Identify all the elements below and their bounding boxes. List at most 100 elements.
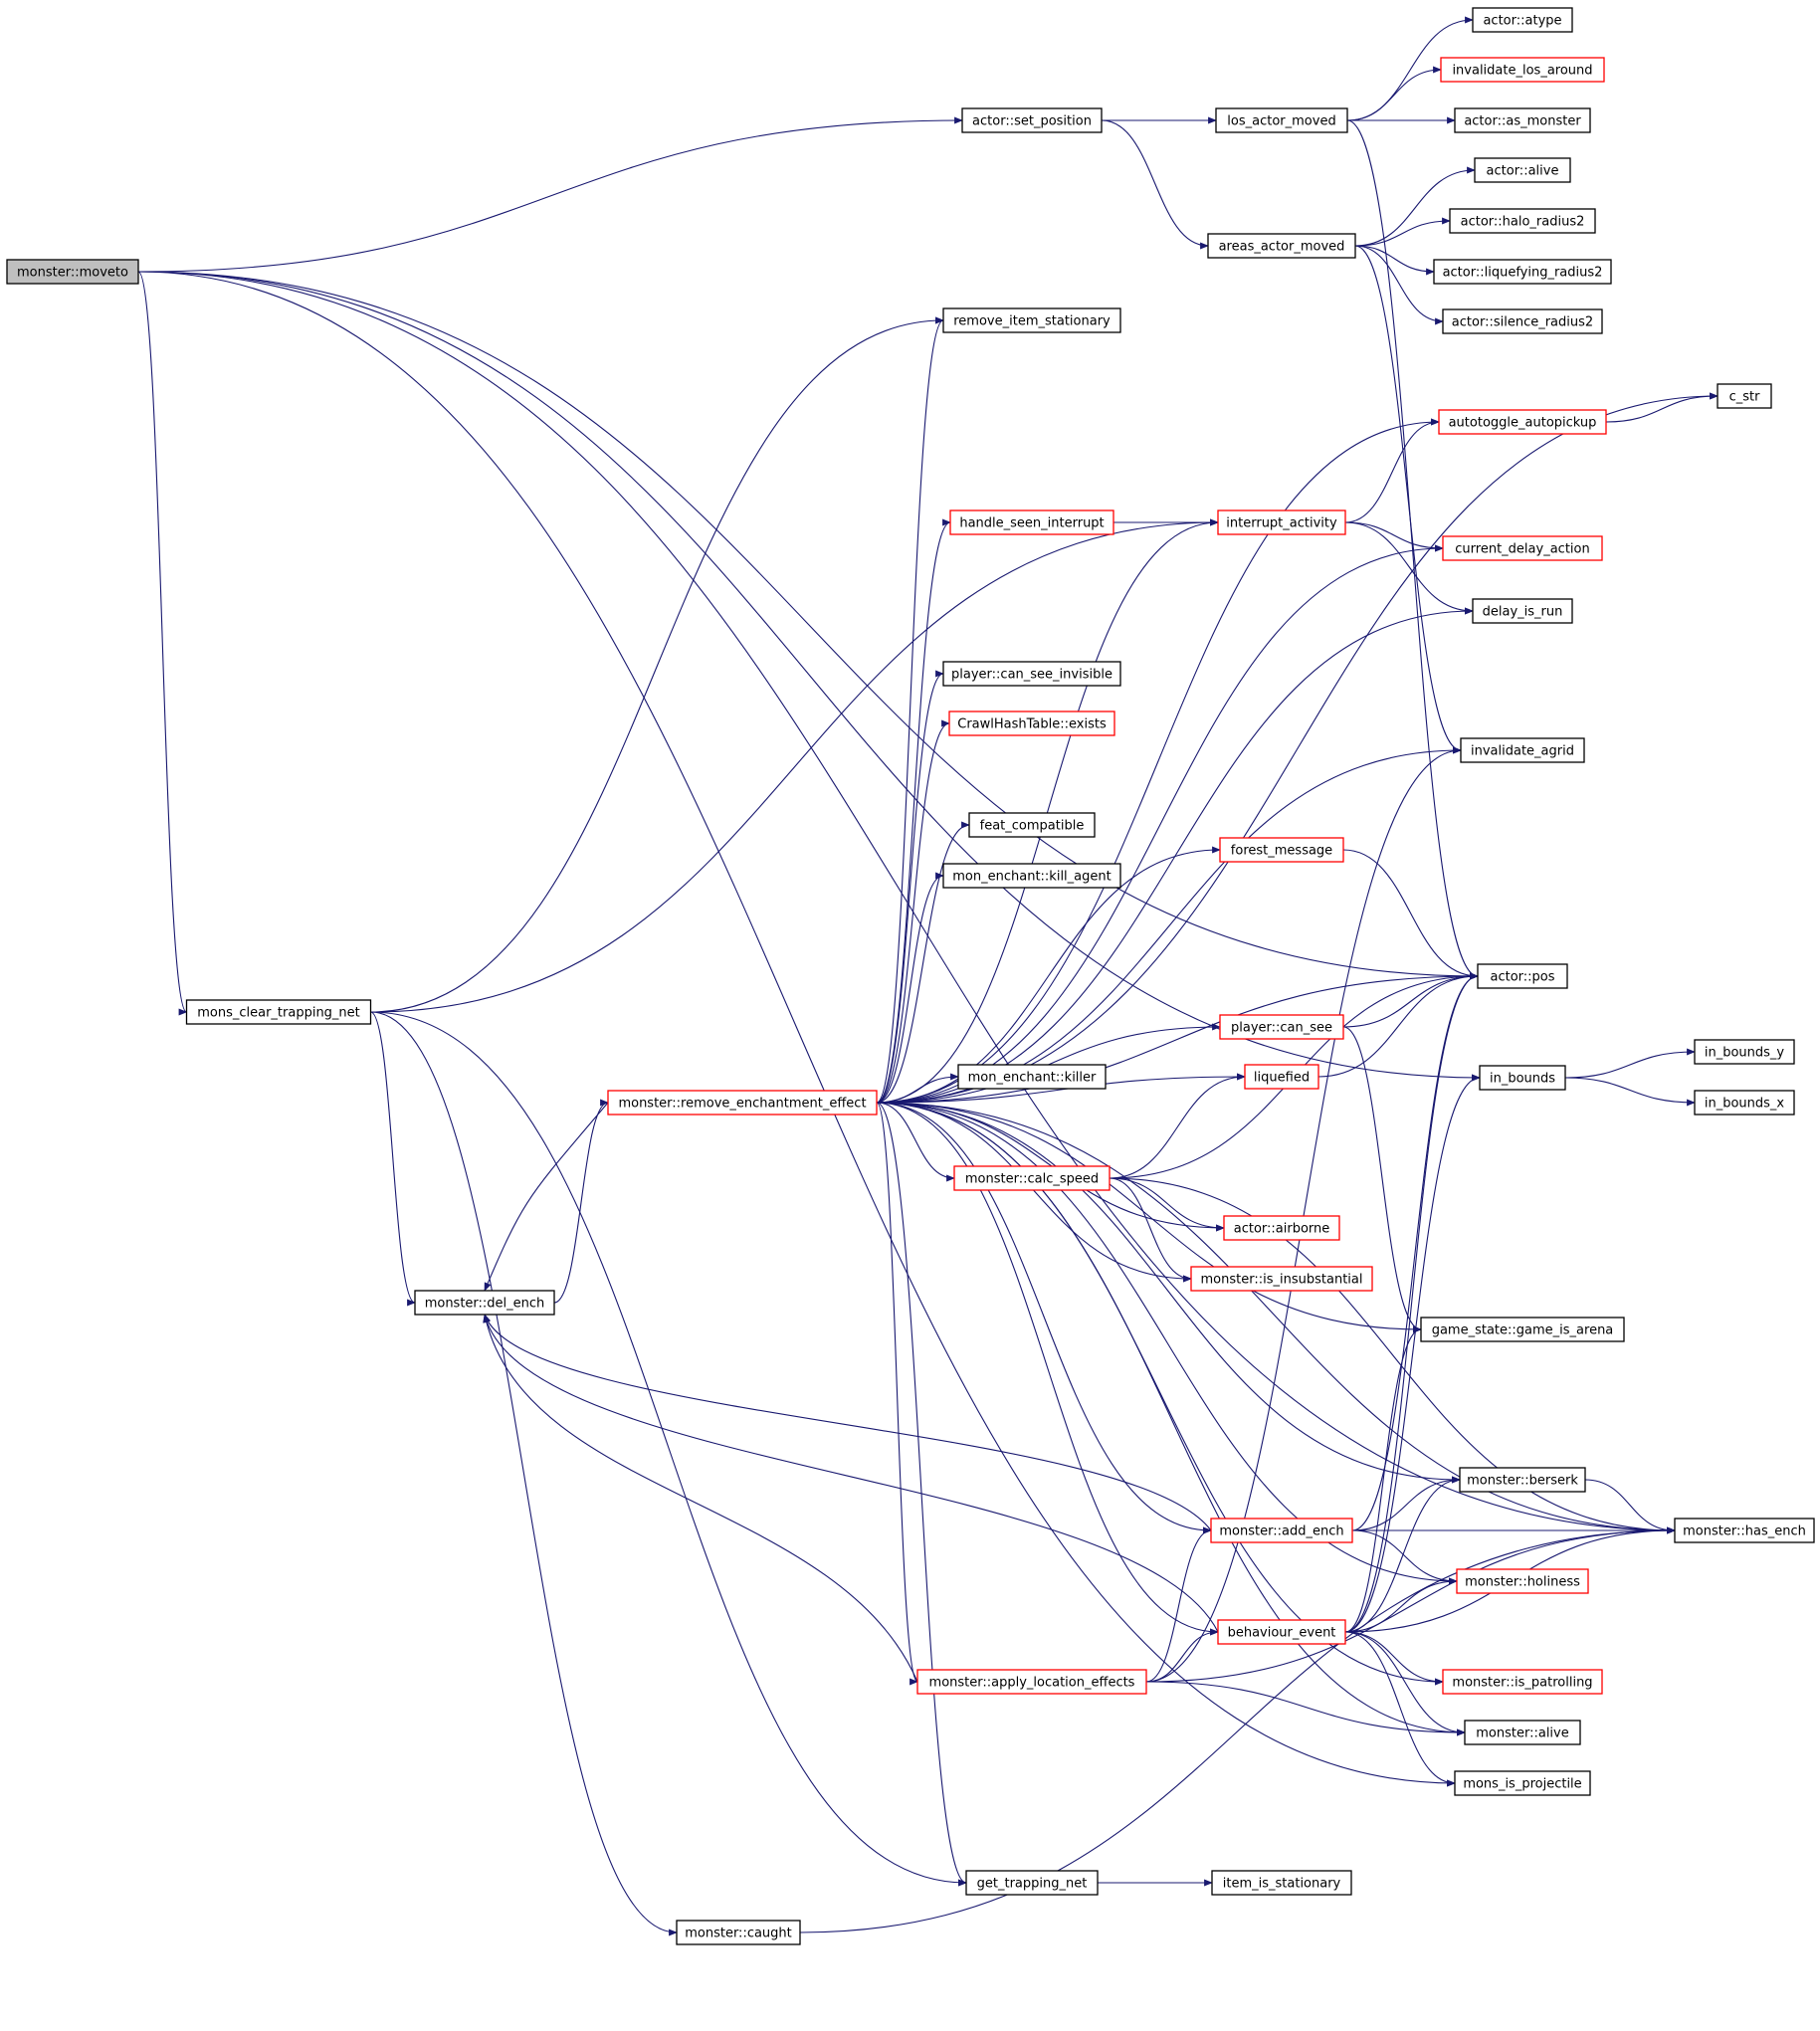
edge-remove_enchantment_effect-to-player_can_see_invisible xyxy=(876,670,944,1104)
node-del-ench[interactable]: monster::del_ench xyxy=(414,1290,555,1316)
node-berserk[interactable]: monster::berserk xyxy=(1459,1467,1586,1493)
node-autotoggle-autopickup[interactable]: autotoggle_autopickup xyxy=(1438,409,1607,435)
node-box xyxy=(965,1870,1099,1896)
node-box xyxy=(1420,1317,1625,1342)
edge-mons_clear_trapping_net-to-remove_item_stationary xyxy=(370,316,944,1013)
edge-moveto-to-in_bounds xyxy=(137,271,1481,1082)
edge-remove_enchantment_effect-to-monster_alive xyxy=(876,1102,1466,1736)
node-box xyxy=(948,711,1115,736)
nodes-layer: monster::movetomons_clear_trapping_netmo… xyxy=(6,7,1815,1945)
node-box xyxy=(607,1090,878,1116)
node-los-actor-moved[interactable]: los_actor_moved xyxy=(1215,107,1348,133)
node-in-bounds-y[interactable]: in_bounds_y xyxy=(1694,1039,1795,1065)
node-handle-seen-interrupt[interactable]: handle_seen_interrupt xyxy=(949,509,1114,535)
node-label: feat_compatible xyxy=(980,819,1085,834)
node-label: CrawlHashTable::exists xyxy=(957,717,1107,732)
node-label: actor::as_monster xyxy=(1464,114,1581,129)
node-delay-is-run[interactable]: delay_is_run xyxy=(1472,598,1573,624)
node-mons-is-projectile[interactable]: mons_is_projectile xyxy=(1454,1770,1591,1796)
node-mon-enchant-killer[interactable]: mon_enchant::killer xyxy=(957,1064,1107,1090)
node-box xyxy=(1464,1720,1581,1745)
node-box xyxy=(1433,259,1612,285)
node-in-bounds[interactable]: in_bounds xyxy=(1479,1065,1566,1091)
node-box xyxy=(1217,1619,1346,1645)
edge-areas_actor_moved-to-actor_alive xyxy=(1354,166,1476,247)
node-feat-compatible[interactable]: feat_compatible xyxy=(968,812,1096,838)
edge-liquefied-to-actor_pos xyxy=(1317,972,1479,1078)
edge-remove_enchantment_effect-to-get_trapping_net xyxy=(876,1102,967,1887)
edge-player_can_see-to-actor_pos xyxy=(1342,972,1479,1028)
node-in-bounds-x[interactable]: in_bounds_x xyxy=(1694,1090,1795,1116)
node-mon-enchant-kill-agent[interactable]: mon_enchant::kill_agent xyxy=(942,863,1121,889)
node-add-ench[interactable]: monster::add_ench xyxy=(1210,1518,1353,1543)
node-label: monster::add_ench xyxy=(1219,1524,1343,1539)
node-invalidate-los-around[interactable]: invalidate_los_around xyxy=(1440,57,1605,83)
node-label: c_str xyxy=(1729,390,1761,405)
node-is-insubstantial[interactable]: monster::is_insubstantial xyxy=(1190,1266,1373,1292)
node-caught[interactable]: monster::caught xyxy=(676,1920,801,1945)
edge-remove_enchantment_effect-to-add_ench xyxy=(876,1102,1212,1534)
node-forest-message[interactable]: forest_message xyxy=(1219,837,1344,863)
node-label: actor::set_position xyxy=(972,114,1092,129)
node-get-trapping-net[interactable]: get_trapping_net xyxy=(965,1870,1099,1896)
edge-remove_enchantment_effect-to-handle_seen_interrupt xyxy=(876,518,951,1104)
node-label: handle_seen_interrupt xyxy=(959,516,1104,531)
edge-moveto-to-set_position xyxy=(137,116,963,273)
node-silence-radius2[interactable]: actor::silence_radius2 xyxy=(1442,308,1603,334)
edge-behaviour_event-to-mons_is_projectile xyxy=(1344,1631,1456,1787)
edge-remove_enchantment_effect-to-has_ench xyxy=(876,1102,1676,1534)
node-is-patrolling[interactable]: monster::is_patrolling xyxy=(1442,1669,1603,1695)
edge-areas_actor_moved-to-liquefying_radius2 xyxy=(1354,245,1435,276)
edge-add_ench-to-berserk xyxy=(1351,1476,1461,1531)
edge-areas_actor_moved-to-silence_radius2 xyxy=(1354,245,1444,325)
node-actor-as-monster[interactable]: actor::as_monster xyxy=(1454,107,1591,133)
node-player-can-see[interactable]: player::can_see xyxy=(1219,1014,1344,1040)
node-actor-airborne[interactable]: actor::airborne xyxy=(1223,1215,1340,1241)
node-areas-actor-moved[interactable]: areas_actor_moved xyxy=(1207,233,1356,259)
node-remove-enchantment-effect[interactable]: monster::remove_enchantment_effect xyxy=(607,1090,878,1116)
edge-calc_speed-to-liquefied xyxy=(1109,1073,1246,1179)
node-label: in_bounds xyxy=(1490,1072,1555,1087)
edge-set_position-to-areas_actor_moved xyxy=(1101,119,1209,250)
node-label: monster::is_insubstantial xyxy=(1201,1273,1363,1288)
node-item-is-stationary[interactable]: item_is_stationary xyxy=(1211,1870,1352,1896)
node-box xyxy=(968,812,1096,838)
node-monster-alive[interactable]: monster::alive xyxy=(1464,1720,1581,1745)
node-actor-alive[interactable]: actor::alive xyxy=(1474,157,1571,183)
node-label: monster::caught xyxy=(685,1927,792,1941)
node-actor-pos[interactable]: actor::pos xyxy=(1477,963,1568,989)
node-box xyxy=(1454,1770,1591,1796)
edge-behaviour_event-to-berserk xyxy=(1344,1476,1461,1633)
node-box xyxy=(1694,1090,1795,1116)
node-remove-item-stationary[interactable]: remove_item_stationary xyxy=(942,307,1121,333)
node-invalidate-agrid[interactable]: invalidate_agrid xyxy=(1460,737,1585,763)
node-interrupt-activity[interactable]: interrupt_activity xyxy=(1217,509,1346,535)
node-behaviour-event[interactable]: behaviour_event xyxy=(1217,1619,1346,1645)
node-box xyxy=(957,1064,1107,1090)
node-label: mons_is_projectile xyxy=(1463,1777,1581,1792)
edge-remove_enchantment_effect-to-crawlhashtable_exists xyxy=(876,719,950,1104)
node-liquefying-radius2[interactable]: actor::liquefying_radius2 xyxy=(1433,259,1612,285)
node-crawlhashtable-exists[interactable]: CrawlHashTable::exists xyxy=(948,711,1115,736)
node-apply-location-effects[interactable]: monster::apply_location_effects xyxy=(916,1669,1147,1695)
node-halo-radius2[interactable]: actor::halo_radius2 xyxy=(1449,208,1596,234)
node-player-can-see-invisible[interactable]: player::can_see_invisible xyxy=(942,661,1121,687)
edge-moveto-to-mons_clear_trapping_net xyxy=(137,271,188,1016)
edge-remove_enchantment_effect-to-berserk xyxy=(876,1102,1461,1484)
node-set-position[interactable]: actor::set_position xyxy=(961,107,1103,133)
node-label: interrupt_activity xyxy=(1226,516,1337,531)
node-moveto[interactable]: monster::moveto xyxy=(6,259,139,285)
node-game-is-arena[interactable]: game_state::game_is_arena xyxy=(1420,1317,1625,1342)
node-calc-speed[interactable]: monster::calc_speed xyxy=(953,1165,1111,1191)
node-has-ench[interactable]: monster::has_ench xyxy=(1674,1518,1815,1543)
node-liquefied[interactable]: liquefied xyxy=(1244,1064,1319,1090)
node-actor-atype[interactable]: actor::atype xyxy=(1472,7,1573,33)
node-current-delay-action[interactable]: current_delay_action xyxy=(1442,535,1603,561)
node-mons-clear-trapping-net[interactable]: mons_clear_trapping_net xyxy=(185,999,372,1025)
edge-remove_enchantment_effect-to-mon_enchant_kill_agent xyxy=(876,872,944,1104)
edge-calc_speed-to-actor_airborne xyxy=(1109,1177,1225,1232)
node-label: actor::halo_radius2 xyxy=(1461,215,1585,230)
node-holiness[interactable]: monster::holiness xyxy=(1456,1568,1589,1594)
node-c-str[interactable]: c_str xyxy=(1717,383,1772,409)
